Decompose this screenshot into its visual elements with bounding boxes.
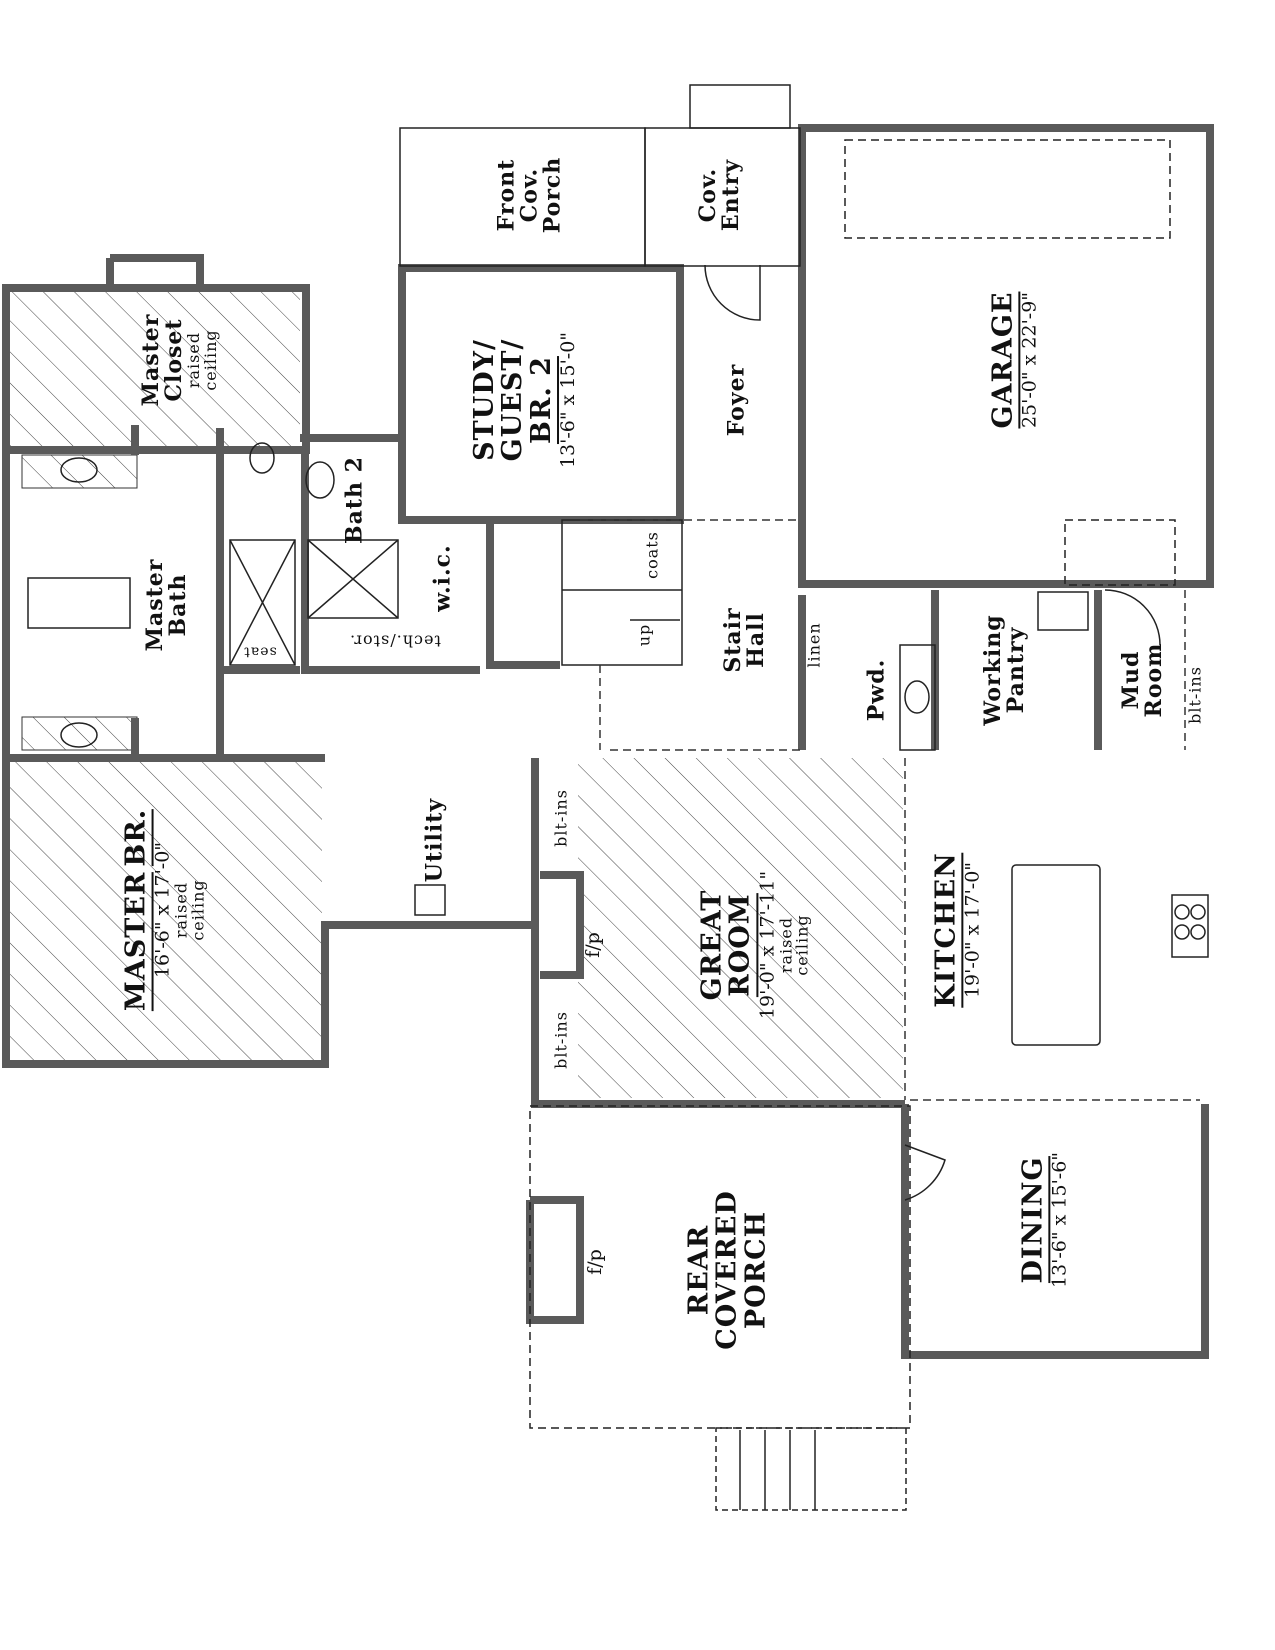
master-closet-walls: [2, 284, 310, 454]
study-label: STUDY/ GUEST/ BR. 2 13'-6" x 15'-0": [469, 331, 580, 469]
foyer-label: Foyer: [723, 363, 750, 437]
kitchen-label: KITCHEN 19'-0" x 17'-0": [930, 852, 984, 1008]
rear-covered-porch-label: REAR COVERED PORCH: [683, 1190, 772, 1350]
kitchen-dining-walls: [901, 1104, 1209, 1359]
coats-label: coats: [642, 531, 662, 579]
wic-label: w.i.c.: [429, 544, 456, 612]
mud-room-label: Mud Room: [1117, 642, 1167, 718]
linen-label: linen: [804, 622, 824, 668]
covered-entry-label: Cov. Entry: [694, 158, 744, 232]
great-builtins-label-1: blt-ins: [551, 789, 571, 847]
porch-fireplace-label: f/p: [584, 1249, 607, 1275]
great-builtins-label-2: blt-ins: [551, 1011, 571, 1069]
stair-up-label: up: [634, 623, 654, 647]
working-pantry-label: Working Pantry: [979, 614, 1029, 726]
tech-storage-label: tech./stor.: [349, 631, 441, 651]
master-closet-label: Master Closet raised ceiling: [138, 313, 221, 407]
powder-room-label: Pwd.: [863, 658, 890, 722]
study-walls: [398, 264, 684, 524]
master-br-label: MASTER BR. 16'-6" x 17'-0" raised ceilin…: [120, 808, 208, 1012]
garage-label: GARAGE 25'-0" x 22'-9": [987, 291, 1041, 429]
bath-2-label: Bath 2: [341, 456, 368, 544]
master-bath-label: Master Bath: [141, 558, 191, 652]
dining-label: DINING 13'-6" x 15'-6": [1017, 1151, 1071, 1289]
great-room-fireplace-label: f/p: [582, 932, 605, 958]
seat-label: seat: [243, 643, 277, 660]
master-br-hatch: [10, 760, 322, 1060]
front-covered-porch-label: Front Cov. Porch: [493, 156, 566, 234]
garage-walls: [798, 124, 1214, 588]
mud-builtins-label: blt-ins: [1185, 666, 1205, 724]
stair-hall-label: Stair Hall: [719, 607, 769, 673]
utility-label: Utility: [421, 797, 448, 883]
great-room-hatch: [578, 758, 903, 1098]
master-closet-hatch: [10, 292, 300, 447]
great-room-label: GREAT ROOM 19'-0" x 17'-11" raised ceili…: [696, 870, 812, 1020]
